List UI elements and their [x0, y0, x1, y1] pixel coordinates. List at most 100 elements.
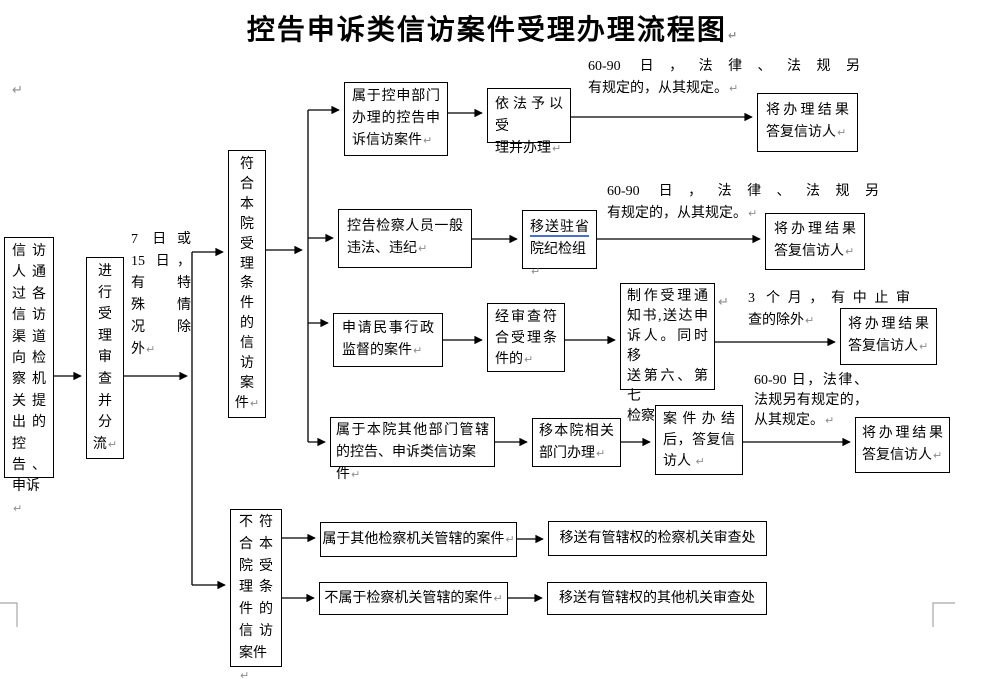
box-line-text: 移送驻省: [530, 220, 589, 237]
box-line-text: 不符: [239, 515, 273, 530]
box-line-text: 答复信访人: [766, 125, 836, 140]
box-line-text: 从其规定。: [754, 413, 824, 428]
box-line-text: 分: [98, 415, 112, 431]
box-line-text: 符: [240, 157, 254, 172]
box-line-text: 部门办理: [539, 446, 595, 461]
box-line-text: 并: [98, 393, 112, 409]
box-line-text: 不属于检察机关管辖的案件: [324, 591, 493, 606]
paragraph-mark-icon: ↵: [727, 29, 740, 42]
paragraph-mark-icon: ↵: [825, 414, 835, 427]
box-r2-reply-result: 将办理结果答复信访人↵: [765, 213, 865, 270]
box-line-text: 控告检察人员一般: [347, 219, 463, 234]
box-line-text: 合: [240, 176, 254, 192]
paragraph-mark-icon: ↵: [493, 592, 503, 605]
box-line-text: 查的除外: [748, 313, 804, 328]
box-line-text: 申请民事行政: [342, 321, 434, 336]
box-r2-transfer-discipline-group: 移送驻省院纪检组 ↵: [522, 210, 597, 278]
box-line-text: 理条: [239, 580, 273, 596]
paragraph-mark-icon: ↵: [107, 437, 118, 451]
box-line-text: 后，答复信: [663, 433, 735, 448]
paragraph-mark-icon: ↵: [729, 82, 739, 95]
box-line-text: 信访: [12, 308, 46, 324]
paragraph-mark-icon: ↵: [552, 142, 562, 155]
box-line-text: 3 个月，有中止审: [748, 291, 910, 306]
box-triage-review: 进行受理审查并分流↵: [86, 257, 124, 459]
box-line-text: 答复信访人: [862, 448, 932, 463]
paragraph-mark-icon: ↵: [249, 396, 260, 410]
box-line-text: 属于其他检察机关管辖的案件: [322, 532, 505, 547]
box-petition-source: 信访人通过各信访渠道向检察机关提出的控告、申诉↵: [4, 237, 54, 515]
box-line-text: 诉信访案件: [352, 133, 422, 148]
box-line-text: 将办理结果: [774, 222, 856, 237]
box-line-text: 属于控申部门: [352, 89, 440, 104]
box-line-text: 有规定的，从其规定。: [588, 81, 728, 96]
box-line-text: 法规另有规定的，: [754, 393, 868, 408]
box-r4-reply-result: 将办理结果答复信访人↵: [855, 417, 950, 473]
paragraph-mark-icon: ↵: [919, 340, 929, 353]
box-line-text: 的: [240, 316, 254, 332]
box-line-text: 的控告、申诉类信访案件: [336, 445, 476, 482]
box-line-text: 案: [240, 375, 254, 391]
box-r3-civil-admin-supervision: 申请民事行政监督的案件↵: [333, 313, 443, 367]
box-line-text: 60-90 日，法律、法规另: [588, 59, 860, 74]
box-line-text: 将办理结果: [848, 317, 929, 332]
box-line-text: 7 日或: [131, 232, 191, 247]
box-line-text: 将办理结果: [766, 103, 849, 118]
box-line-text: 60-90 日，法律、: [754, 373, 868, 388]
box-line-text: 条: [240, 276, 254, 292]
paragraph-mark-icon: ↵: [13, 501, 23, 515]
box-line-text: 经审查符: [495, 310, 557, 325]
label-r3-3-months: 3 个月，有中止审查的除外↵: [748, 288, 910, 332]
box-line-text: 办理的控告申: [352, 111, 440, 126]
title-text: 控告申诉类信访案件受理办理流程图: [246, 15, 727, 46]
box-line-text: 院受: [239, 558, 273, 574]
paragraph-mark-icon: ↵: [837, 126, 847, 139]
box-line-text: 过各: [12, 286, 46, 302]
box-b2-not-procuratorate-jurisdiction: 不属于检察机关管辖的案件↵: [319, 582, 508, 615]
label-r1-60-90-days: 60-90 日，法律、法规另有规定的，从其规定。↵: [588, 56, 860, 100]
box-line-text: 查: [98, 371, 112, 387]
box-line-text: 访: [240, 356, 254, 372]
box-r4-other-dept-jurisdiction: 属于本院其他部门管辖的控告、申诉类信访案件↵: [330, 417, 495, 482]
box-line-text: 合本: [239, 536, 273, 552]
box-line-text: 属于本院其他部门管辖: [336, 423, 489, 438]
box-line-text: 受: [98, 307, 112, 323]
paragraph-mark-icon: ↵: [596, 447, 606, 460]
box-line-text: 流: [92, 436, 107, 452]
box-line-text: 审: [98, 350, 112, 366]
box-line-text: 有 特: [131, 276, 191, 291]
box-line-text: 察机: [12, 372, 46, 388]
box-line-text: 依法予以受: [495, 97, 563, 134]
box-line-text: 访人: [663, 454, 695, 469]
box-r1-complaint-dept-case: 属于控申部门办理的控告申诉信访案件↵: [344, 82, 448, 156]
box-line-text: 院纪检组: [530, 242, 586, 257]
box-line-text: 件的: [495, 352, 523, 367]
box-line-text: 况 除: [131, 320, 191, 335]
box-line-text: 理: [98, 328, 112, 344]
box-meets-acceptance-conditions: 符合本院受理条件的信访案件↵: [228, 150, 266, 418]
box-line-text: 答复信访人: [774, 244, 844, 259]
box-line-text: 本: [240, 196, 254, 212]
paragraph-mark-icon: ↵: [718, 295, 729, 310]
box-line-text: 殊 情: [131, 298, 191, 313]
box-line-text: 将办理结果: [862, 426, 943, 441]
box-line-text: 信访: [239, 623, 273, 639]
paragraph-mark-icon: ↵: [531, 265, 541, 278]
box-line-text: 院: [240, 216, 254, 232]
box-r2-accuse-prosecutor-violation: 控告检察人员一般违法、违纪↵: [338, 209, 472, 268]
box-line-text: 移送有管辖权的检察机关审查处: [559, 531, 756, 546]
paragraph-mark-icon: ↵: [413, 344, 423, 357]
box-line-text: 制作受理通: [627, 289, 708, 304]
box-line-text: 理并办理: [495, 141, 551, 156]
paragraph-mark-icon: ↵: [524, 353, 534, 366]
box-line-text: 渠道: [12, 329, 46, 345]
box-not-meet-acceptance-conditions: 不符合本院受理条件的信访案件↵: [230, 509, 282, 679]
box-line-text: 60-90 日，法律、法规另: [607, 184, 879, 199]
box-r1-accept-and-handle: 依法予以受理并办理↵: [487, 88, 571, 156]
box-line-text: 有规定的，从其规定。: [607, 206, 747, 221]
box-r3-reply-result: 将办理结果答复信访人↵: [840, 308, 937, 365]
box-line-text: 移本院相关: [539, 424, 614, 439]
paragraph-mark-icon: ↵: [146, 343, 156, 356]
